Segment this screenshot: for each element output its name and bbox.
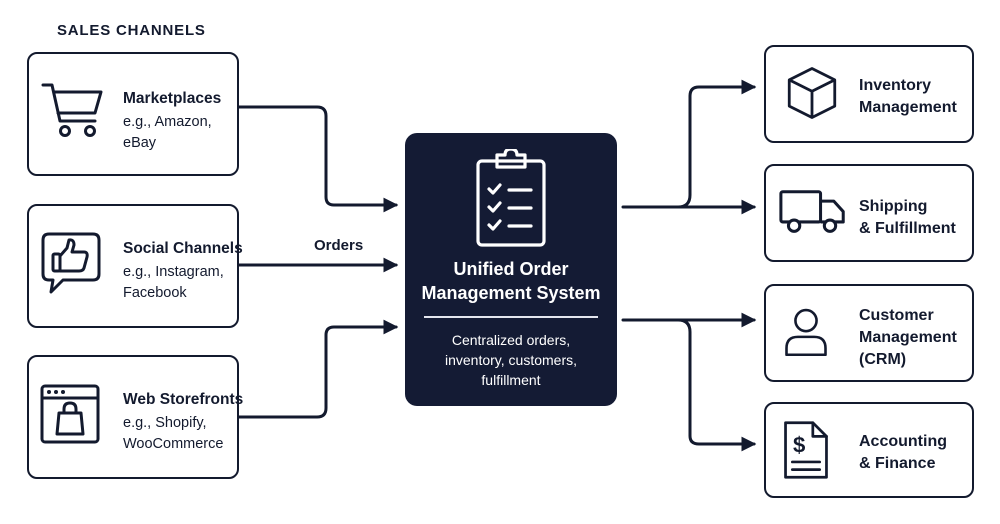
output-title-line: & Finance (859, 455, 936, 472)
channel-examples-line: Facebook (123, 285, 187, 301)
box-icon (787, 67, 837, 119)
browser-shopping-bag-icon (40, 384, 100, 444)
channel-examples: e.g., Amazon, eBay (123, 112, 212, 154)
truck-icon (779, 190, 845, 233)
user-icon (785, 308, 827, 357)
channel-examples: e.g., Instagram, Facebook (123, 262, 224, 304)
channel-examples-line: e.g., Amazon, (123, 114, 212, 130)
shopping-cart-icon (41, 83, 103, 137)
system-description: Centralized orders, inventory, customers… (413, 330, 609, 390)
output-title-line: Accounting (859, 433, 947, 450)
channel-card-marketplaces: Marketplaces e.g., Amazon, eBay (27, 52, 239, 176)
channel-card-social: Social Channels e.g., Instagram, Faceboo… (27, 204, 243, 328)
output-card-inventory: Inventory Management (764, 45, 974, 143)
output-title-line: (CRM) (859, 351, 907, 368)
output-title-line: Management (859, 329, 957, 346)
arrow-core-to-inventory (676, 79, 757, 209)
output-title: Inventory Management (859, 75, 957, 119)
system-title-line: Management System (421, 283, 601, 303)
section-title: SALES CHANNELS (57, 22, 206, 39)
channel-examples-line: eBay (123, 135, 157, 151)
output-title-line: Inventory (859, 77, 932, 94)
arrow-storefronts-to-core (237, 319, 399, 419)
channel-title: Social Channels (123, 240, 243, 257)
output-title: Customer Management (CRM) (859, 305, 957, 371)
thumbs-up-chat-icon (41, 232, 101, 294)
arrow-core-to-accounting (676, 318, 757, 452)
output-title-line: Management (859, 99, 957, 116)
output-title: Accounting & Finance (859, 431, 947, 475)
channel-examples-line: WooCommerce (123, 436, 224, 452)
channel-examples-line: e.g., Instagram, (123, 264, 224, 280)
unified-order-management-box: Unified Order Management System Centrali… (405, 133, 617, 406)
arrow-marketplaces-to-core (237, 105, 399, 213)
output-title-line: Shipping (859, 198, 928, 215)
channel-title: Web Storefronts (123, 391, 244, 408)
output-card-shipping: Shipping & Fulfillment (764, 164, 974, 262)
system-description-line: Centralized orders, (451, 332, 571, 348)
output-card-crm: Customer Management (CRM) (764, 284, 974, 382)
output-card-accounting: $ Accounting & Finance (764, 402, 974, 498)
system-title-line: Unified Order (453, 259, 569, 279)
clipboard-checklist-icon (476, 149, 546, 247)
system-divider (424, 316, 598, 318)
system-description-line: fulfillment (481, 372, 541, 388)
channel-examples-line: e.g., Shopify, (123, 415, 207, 431)
channel-title: Marketplaces (123, 90, 222, 107)
orders-flow-label: Orders (314, 237, 364, 254)
channel-card-storefronts: Web Storefronts e.g., Shopify, WooCommer… (27, 355, 243, 479)
invoice-dollar-icon: $ (784, 421, 828, 479)
output-title-line: & Fulfillment (859, 220, 956, 237)
system-title: Unified Order Management System (405, 257, 617, 305)
output-title: Shipping & Fulfillment (859, 196, 956, 240)
output-title-line: Customer (859, 307, 934, 324)
channel-examples: e.g., Shopify, WooCommerce (123, 413, 223, 455)
system-description-line: inventory, customers, (444, 352, 577, 368)
svg-text:$: $ (793, 433, 806, 458)
